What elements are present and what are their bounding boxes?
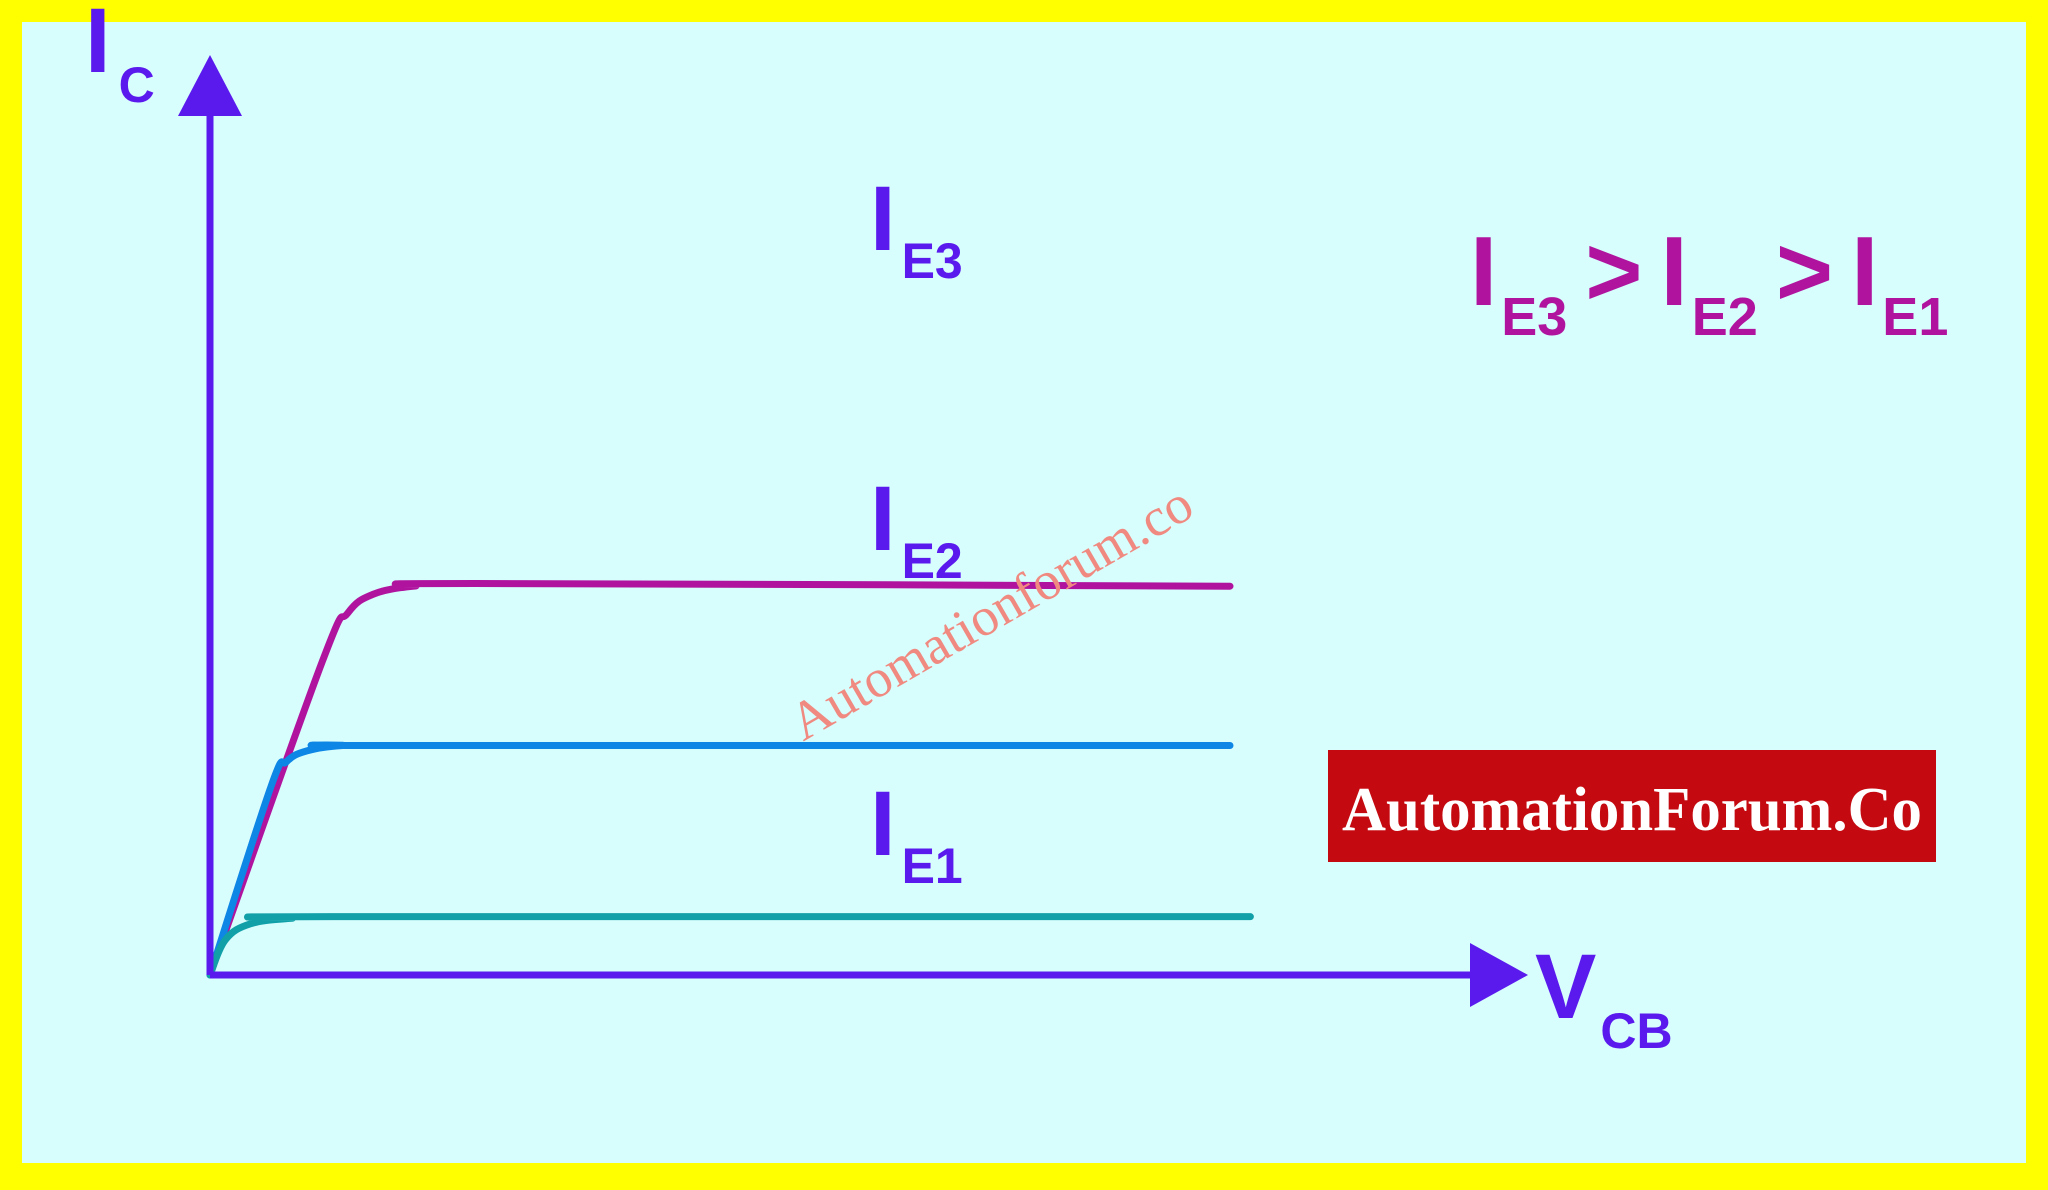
relation-term-main: I (1851, 216, 1878, 326)
logo-badge: AutomationForum.Co (1328, 750, 1936, 862)
relation-term-sub: E1 (1882, 287, 1948, 347)
relation-term-main: I (1661, 216, 1688, 326)
axes-layer (178, 55, 1528, 1007)
logo-text: AutomationForum.Co (1342, 776, 1922, 844)
x-axis-label-main: V (1535, 936, 1596, 1038)
relation-operator: > (1585, 216, 1642, 326)
curve-ie2 (206, 741, 1234, 979)
curve-label-main: I (870, 168, 896, 270)
curve-label-sub: E1 (902, 838, 963, 894)
curve-ie1 (206, 913, 1254, 979)
x-axis-label: VCB (1535, 936, 1673, 1059)
relation-term-sub: E2 (1692, 287, 1758, 347)
x-axis-arrow-icon (1470, 943, 1528, 1007)
y-axis-arrow-icon (178, 55, 242, 116)
curve-label-main: I (870, 773, 896, 875)
relation-operator: > (1776, 216, 1833, 326)
logo-background (1328, 750, 1936, 862)
relation-term-main: I (1470, 216, 1497, 326)
curves-layer (206, 580, 1254, 979)
curve-label-main: I (870, 468, 896, 570)
curve-label-sub: E3 (902, 233, 963, 289)
y-axis-label-main: I (85, 0, 111, 92)
curve-ie3 (206, 580, 1234, 979)
y-axis-label-sub: C (119, 57, 155, 113)
x-axis-label-sub: CB (1600, 1003, 1672, 1059)
relation-term-sub: E3 (1501, 287, 1567, 347)
curve-label-sub: E2 (902, 533, 963, 589)
relation-annotation: IE3>IE2>IE1 (1470, 216, 1948, 347)
